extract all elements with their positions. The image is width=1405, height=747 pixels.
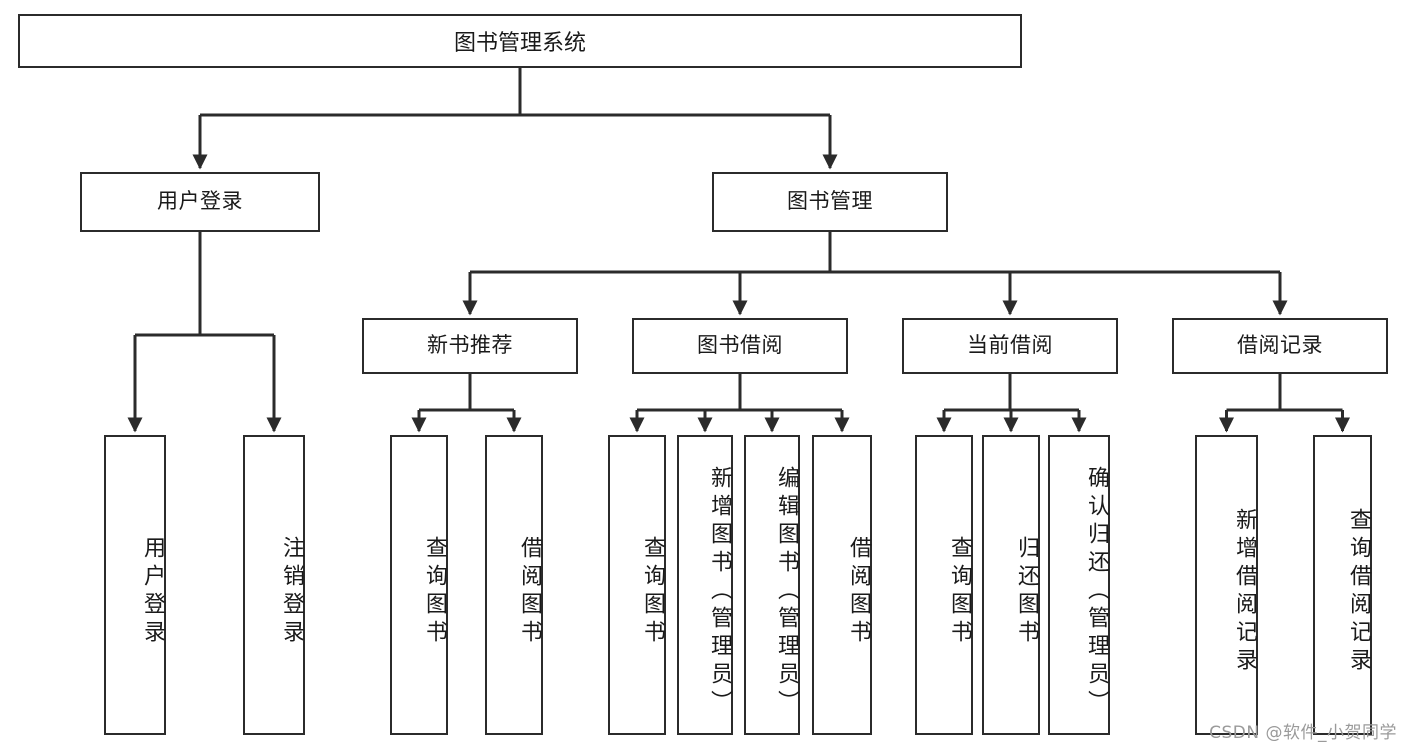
node-book-manage-label: 图书管理 (787, 189, 873, 214)
watermark: CSDN @软件_小贺同学 (1209, 723, 1397, 743)
node-leaf-br-add-record-label: 新增借阅记录 (1232, 508, 1257, 676)
node-leaf-user-login-label: 用户登录 (140, 536, 165, 648)
node-leaf-cb-confirm-return-label: 确认归还（管理员） (1084, 466, 1109, 718)
node-leaf-cb-query-book-label: 查询图书 (947, 536, 972, 648)
node-leaf-rec-query-book[interactable]: 查询图书 (390, 435, 448, 735)
node-root[interactable]: 图书管理系统 (18, 14, 1022, 68)
node-book-manage[interactable]: 图书管理 (712, 172, 948, 232)
node-leaf-cb-return-book[interactable]: 归还图书 (982, 435, 1040, 735)
node-leaf-br-add-record[interactable]: 新增借阅记录 (1195, 435, 1258, 735)
node-borrow-record-label: 借阅记录 (1237, 333, 1323, 358)
node-leaf-bb-edit-book-label: 编辑图书（管理员） (774, 466, 799, 718)
node-current-borrow[interactable]: 当前借阅 (902, 318, 1118, 374)
node-root-label: 图书管理系统 (453, 31, 586, 56)
node-current-borrow-label: 当前借阅 (967, 333, 1053, 358)
node-leaf-user-login[interactable]: 用户登录 (104, 435, 166, 735)
node-user-login-label: 用户登录 (157, 189, 243, 214)
node-leaf-bb-borrow-book[interactable]: 借阅图书 (812, 435, 872, 735)
node-leaf-user-logout[interactable]: 注销登录 (243, 435, 305, 735)
node-leaf-bb-add-book-label: 新增图书（管理员） (707, 466, 732, 718)
node-leaf-bb-borrow-book-label: 借阅图书 (846, 536, 871, 648)
node-leaf-user-logout-label: 注销登录 (279, 536, 304, 648)
node-user-login[interactable]: 用户登录 (80, 172, 320, 232)
node-leaf-bb-add-book[interactable]: 新增图书（管理员） (677, 435, 733, 735)
node-book-borrow-label: 图书借阅 (697, 333, 783, 358)
node-borrow-record[interactable]: 借阅记录 (1172, 318, 1388, 374)
node-new-book-rec[interactable]: 新书推荐 (362, 318, 578, 374)
node-leaf-br-query-record-label: 查询借阅记录 (1346, 508, 1371, 676)
node-leaf-cb-query-book[interactable]: 查询图书 (915, 435, 973, 735)
node-new-book-rec-label: 新书推荐 (427, 333, 513, 358)
node-leaf-rec-borrow-book[interactable]: 借阅图书 (485, 435, 543, 735)
node-leaf-br-query-record[interactable]: 查询借阅记录 (1313, 435, 1372, 735)
node-leaf-rec-borrow-book-label: 借阅图书 (517, 536, 542, 648)
node-leaf-bb-query-book-label: 查询图书 (640, 536, 665, 648)
node-leaf-bb-query-book[interactable]: 查询图书 (608, 435, 666, 735)
node-leaf-rec-query-book-label: 查询图书 (422, 536, 447, 648)
node-leaf-cb-return-book-label: 归还图书 (1014, 536, 1039, 648)
node-leaf-bb-edit-book[interactable]: 编辑图书（管理员） (744, 435, 800, 735)
node-leaf-cb-confirm-return[interactable]: 确认归还（管理员） (1048, 435, 1110, 735)
node-book-borrow[interactable]: 图书借阅 (632, 318, 848, 374)
